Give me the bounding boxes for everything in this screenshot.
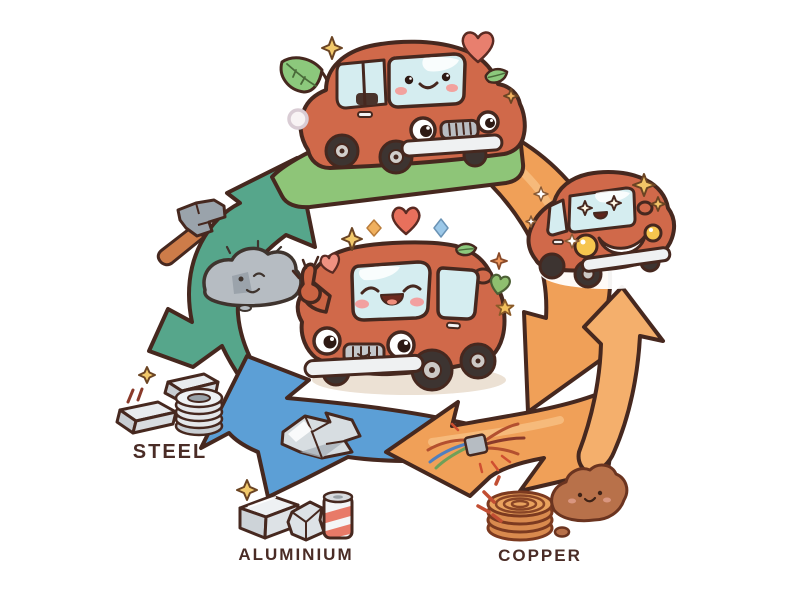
sparkle-icon: [503, 88, 519, 104]
diamond-icon: [366, 219, 382, 237]
hammer-icon: [156, 198, 227, 267]
heart-icon: [461, 31, 495, 64]
aluminium-block-icon: [286, 500, 326, 542]
diamond-icon: [433, 218, 449, 238]
sparkle-icon: [490, 252, 508, 270]
headlight-eye: [312, 326, 416, 360]
sparkle-icon: [138, 366, 156, 384]
grille: [439, 118, 480, 141]
sparkle-icon: [632, 173, 656, 197]
leaf-icon: [455, 242, 478, 257]
windshield-face: [567, 186, 637, 234]
exclaim-marks: [126, 387, 144, 404]
blush: [395, 87, 407, 95]
excitement-marks: [291, 255, 320, 280]
star-icon: [495, 299, 515, 316]
steel-items: [115, 366, 224, 437]
bumper: [303, 353, 425, 379]
blush: [446, 84, 458, 92]
star-eye: [577, 200, 593, 216]
side-mirror: [636, 200, 654, 216]
headlight-gold: [573, 223, 663, 259]
grille-smile: [597, 234, 647, 255]
bumper: [580, 246, 672, 273]
copper-coil-icon: [486, 490, 554, 542]
windshield-face: [350, 260, 432, 322]
star-eye: [606, 195, 622, 211]
sparkle-icon: [236, 479, 258, 501]
blush: [355, 299, 369, 309]
heart-icon: [391, 206, 421, 236]
wire-bundle-icon: [426, 422, 526, 474]
steel-coil-icon: [174, 387, 224, 437]
aluminium-label: ALUMINIUM: [238, 545, 353, 564]
copper-ore-icon: [550, 463, 629, 538]
happy-car: [291, 240, 507, 395]
sparkle-icon: [650, 196, 666, 212]
sparkle-icon: [525, 215, 537, 228]
copper-label: COPPER: [498, 546, 582, 565]
windshield-face: [387, 52, 467, 109]
scrap-metal-icon: [202, 239, 303, 312]
heart-icon: [319, 252, 341, 274]
happy-eyes: [360, 284, 422, 295]
aluminium-can-icon: [322, 490, 354, 540]
heart-icon: [489, 273, 511, 295]
copper-items: [476, 463, 629, 542]
door-handle: [445, 321, 461, 330]
steel-label: STEEL: [133, 441, 207, 463]
labels: STEEL ALUMINIUM COPPER: [133, 441, 582, 565]
decorations: [287, 31, 666, 316]
recycled-car: [525, 170, 677, 289]
sparkle-icon: [321, 36, 343, 60]
sparkle-icon: [564, 233, 580, 249]
aluminium-items: [236, 479, 354, 542]
door-handle: [357, 111, 373, 118]
crushed-metal-icon: [280, 411, 362, 460]
sparkle-icon: [341, 227, 363, 251]
door-handle: [552, 239, 564, 245]
spark-marks: [476, 475, 503, 523]
blush: [410, 297, 424, 307]
bubble-icon: [287, 108, 309, 130]
open-smile-small: [593, 211, 608, 220]
leaf-icon: [484, 67, 509, 84]
bumper: [400, 133, 504, 158]
side-window: [546, 198, 569, 237]
thumbs-up-arm: [291, 255, 332, 314]
door-window: [436, 266, 480, 321]
new-car: [279, 39, 527, 175]
hammer-handle: [156, 224, 206, 267]
steel-ingot-icon: [115, 400, 178, 435]
sparkle-icon: [533, 186, 549, 202]
